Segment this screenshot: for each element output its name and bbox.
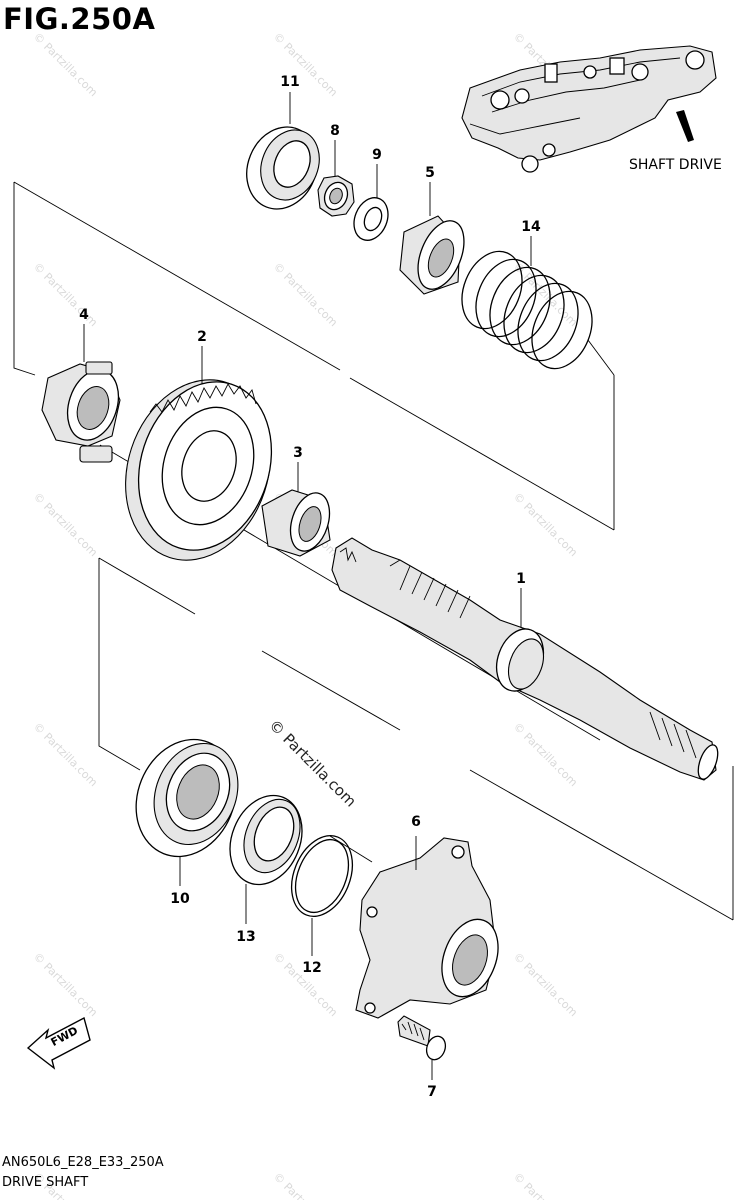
- callout-12: 12: [302, 960, 322, 976]
- part-7-bolt: [397, 1015, 447, 1080]
- callout-leaders: [83, 92, 532, 628]
- callout-10: 10: [170, 891, 190, 907]
- assembly-bracket-lower: [98, 557, 734, 921]
- part-11-oil-seal: [246, 126, 320, 210]
- callout-8: 8: [330, 123, 340, 139]
- callout-4: 4: [79, 307, 89, 323]
- callout-7: 7: [427, 1084, 437, 1100]
- part-10-bearing: [135, 738, 239, 886]
- shaft-drive-label: SHAFT DRIVE: [629, 157, 722, 173]
- part-5-collar: [399, 215, 465, 295]
- callout-6: 6: [411, 814, 421, 830]
- callout-2: 2: [197, 329, 207, 345]
- part-2-gear: [125, 379, 273, 561]
- callout-9: 9: [372, 147, 382, 163]
- part-13-oil-seal: [229, 794, 303, 924]
- callout-11: 11: [280, 74, 300, 90]
- callout-14: 14: [521, 219, 541, 235]
- figure-title: FIG.250A: [3, 2, 156, 36]
- part-9-washer: [353, 197, 389, 241]
- fwd-arrow: [26, 1016, 91, 1070]
- callout-1: 1: [516, 571, 526, 587]
- part-6-flange-housing: [355, 836, 499, 1019]
- part-4-dog-clutch: [41, 361, 121, 463]
- callout-3: 3: [293, 445, 303, 461]
- part-12-o-ring: [290, 835, 354, 956]
- part-3-bushing: [261, 489, 331, 557]
- part-14-spring: [461, 250, 615, 376]
- part-1-drive-shaft: [331, 537, 719, 781]
- section-name: DRIVE SHAFT: [2, 1175, 89, 1190]
- engine-inset-sketch: [461, 45, 717, 173]
- callout-5: 5: [425, 165, 435, 181]
- part-8-nut: [317, 175, 355, 217]
- model-code: AN650L6_E28_E33_250A: [2, 1155, 164, 1170]
- callout-13: 13: [236, 929, 256, 945]
